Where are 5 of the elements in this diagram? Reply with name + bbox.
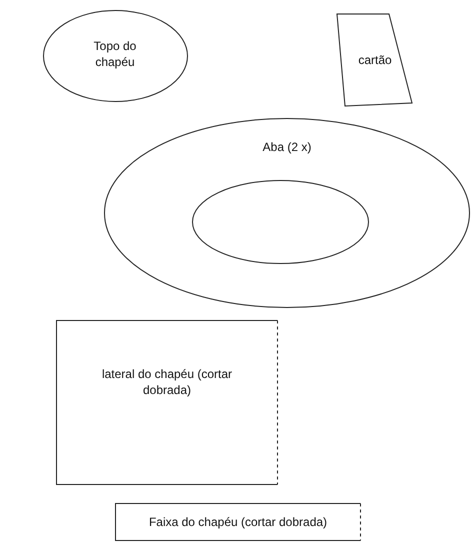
piece-label: Faixa do chapéu (cortar dobrada): [148, 514, 328, 530]
piece-label: lateral do chapéu (cortar dobrada): [100, 366, 234, 398]
piece-label: Topo do chapéu: [92, 38, 138, 70]
piece-label: cartão: [357, 52, 393, 68]
piece-label: Aba (2 x): [262, 139, 312, 155]
